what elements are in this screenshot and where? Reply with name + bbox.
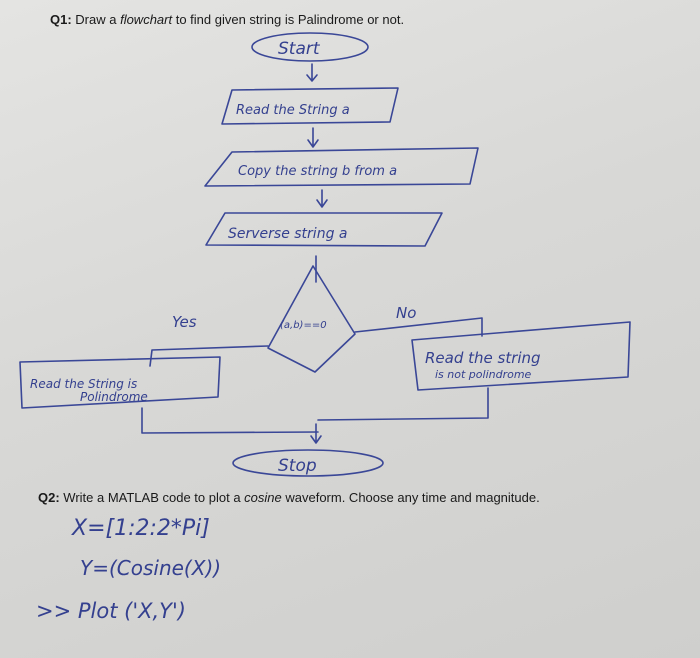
copy-label: Copy the string b from a (238, 164, 397, 179)
yes-label: Yes (172, 313, 197, 331)
reverse-label: Serverse string a (228, 226, 348, 242)
arrow-icon (306, 63, 318, 82)
yes-box-line-2: Polindrome (80, 390, 148, 404)
question-1: Q1: Draw a flowchart to find given strin… (50, 12, 404, 27)
yes-box-line-1: Read the String is (30, 377, 137, 391)
read-input-box (221, 87, 399, 125)
stop-terminator (232, 449, 384, 477)
question-2: Q2: Write a MATLAB code to plot a cosine… (38, 490, 540, 505)
code-line-2: Y=(Cosine(X)) (80, 556, 221, 580)
merge-lines (141, 387, 489, 434)
no-box-line-2: is not polindrome (435, 368, 532, 381)
stop-label: Stop (278, 456, 317, 476)
reverse-process-box (205, 212, 443, 247)
connector-line (354, 317, 483, 337)
decision-diamond (267, 265, 356, 373)
start-terminator (251, 32, 369, 62)
not-palindrome-output-box (411, 321, 631, 391)
decision-label: (a,b)==0 (280, 320, 327, 331)
arrow-icon (307, 127, 319, 148)
code-line-1: X=[1:2:2*Pi] (71, 516, 210, 541)
read-label: Read the String a (236, 103, 350, 118)
connector-line (149, 345, 269, 367)
arrow-icon (310, 423, 322, 444)
start-label: Start (278, 39, 321, 59)
no-box-line-1: Read the string (425, 349, 541, 367)
palindrome-output-box (19, 356, 221, 409)
copy-process-box (204, 147, 479, 187)
arrow-icon (316, 189, 328, 208)
no-label: No (396, 304, 416, 322)
code-line-3: >> Plot ('X,Y') (36, 599, 186, 623)
